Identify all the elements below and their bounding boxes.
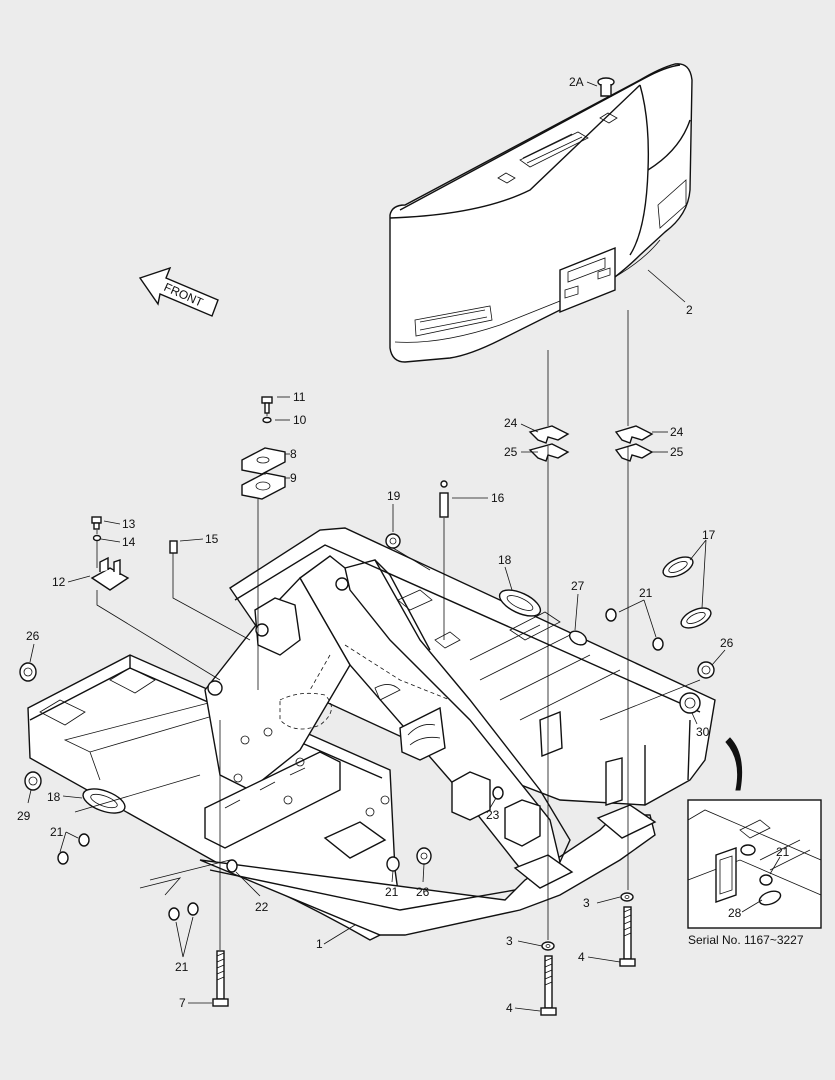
callout-25-left: 25 (504, 445, 518, 459)
callout-24-left: 24 (504, 416, 518, 430)
callout-21-bottom: 21 (175, 960, 189, 974)
callout-labels: 2A 2 11 10 8 9 24 25 24 25 19 16 13 14 1… (17, 75, 790, 1015)
callout-22: 22 (255, 900, 269, 914)
callout-2a: 2A (569, 75, 584, 89)
upper-frame (27, 527, 716, 941)
callout-30: 30 (696, 725, 710, 739)
callout-4-center: 4 (506, 1001, 513, 1015)
callout-17: 17 (702, 528, 716, 542)
callout-8: 8 (290, 447, 297, 461)
callout-23: 23 (486, 808, 500, 822)
plug-2a (597, 77, 615, 97)
washer-10 (262, 416, 272, 424)
callout-26-center: 26 (416, 885, 430, 899)
counterweight (389, 63, 693, 363)
callout-25-right: 25 (670, 445, 684, 459)
serial-inset (687, 737, 822, 929)
callout-19: 19 (387, 489, 401, 503)
front-arrow-icon: FRONT (138, 266, 219, 317)
assembly-lines (74, 310, 701, 950)
washer-3-right (620, 892, 634, 902)
bolt-4-center (540, 955, 557, 1016)
bolt-13 (91, 516, 102, 530)
washer-14 (92, 534, 102, 542)
callout-14: 14 (122, 535, 136, 549)
shim-24-left (528, 425, 570, 444)
callout-26-right: 26 (720, 636, 734, 650)
bracket-12 (90, 556, 130, 591)
callout-2: 2 (686, 303, 693, 317)
callout-21-center: 21 (385, 885, 399, 899)
callout-9: 9 (290, 471, 297, 485)
callout-7: 7 (179, 996, 186, 1010)
plate-9 (241, 472, 286, 500)
callout-12: 12 (52, 575, 66, 589)
callout-leaders (27, 81, 781, 1012)
pin-15 (169, 540, 178, 554)
front-label: FRONT (162, 280, 206, 310)
washer-3-center (541, 941, 555, 951)
callout-21-left: 21 (50, 825, 64, 839)
serial-note: Serial No. 1167~3227 (688, 933, 804, 947)
callout-29: 29 (17, 809, 31, 823)
shim-25-left (528, 443, 570, 462)
callout-15: 15 (205, 532, 219, 546)
plate-8 (241, 447, 286, 475)
callout-3-center: 3 (506, 934, 513, 948)
callout-4-right: 4 (578, 950, 585, 964)
bolt-4-right (619, 906, 636, 967)
bolt-7 (212, 950, 229, 1007)
bolt-11 (261, 396, 273, 414)
shim-25-right (614, 443, 654, 462)
shim-24-right (614, 425, 654, 444)
callout-21-right: 21 (639, 586, 653, 600)
callout-21-inset: 21 (776, 845, 790, 859)
callout-13: 13 (122, 517, 136, 531)
callout-18-right: 18 (498, 553, 512, 567)
callout-27: 27 (571, 579, 585, 593)
callout-11: 11 (293, 390, 306, 404)
callout-10: 10 (293, 413, 307, 427)
callout-1: 1 (316, 937, 323, 951)
grommets (19, 533, 715, 921)
callout-18-left: 18 (47, 790, 61, 804)
callout-26-left: 26 (26, 629, 40, 643)
callout-24-right: 24 (670, 425, 684, 439)
callout-28: 28 (728, 906, 742, 920)
callout-16: 16 (491, 491, 505, 505)
callout-3-right: 3 (583, 896, 590, 910)
pin-16 (439, 480, 449, 518)
